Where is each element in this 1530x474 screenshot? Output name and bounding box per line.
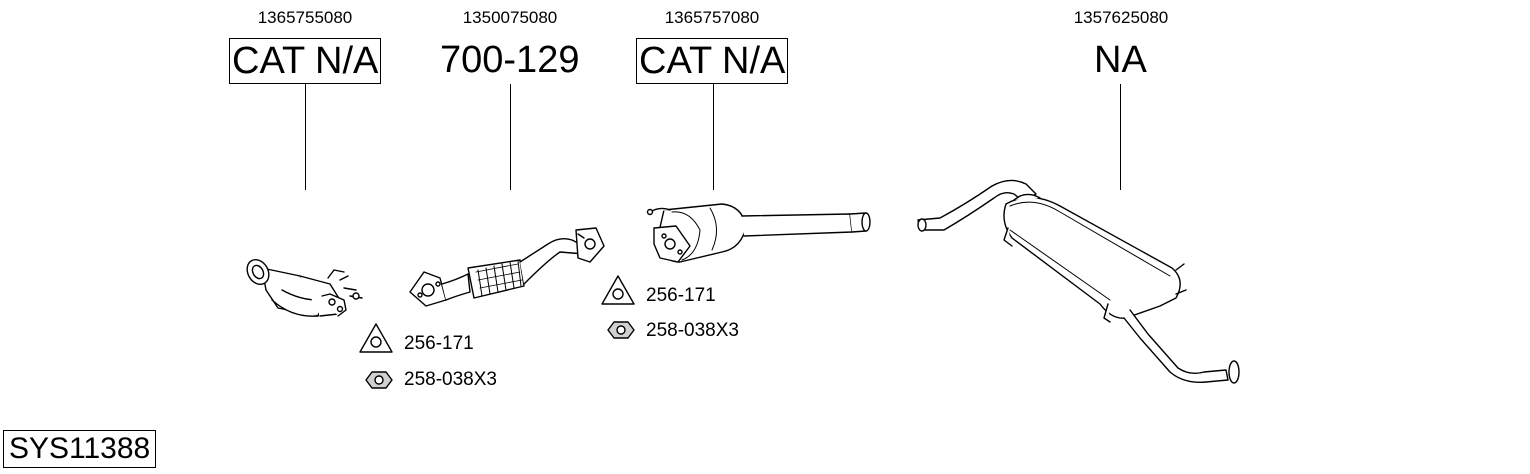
part2-leader-line bbox=[510, 84, 511, 190]
part2-oe-number: 1350075080 bbox=[462, 8, 558, 27]
part3-oe-number: 1365757080 bbox=[664, 8, 760, 27]
part1-oe-number: 1365755080 bbox=[257, 8, 353, 27]
nut-label-2: 258-038X3 bbox=[646, 320, 739, 341]
part2-code: 700-129 bbox=[440, 39, 580, 81]
part4-code: NA bbox=[1094, 39, 1147, 81]
part1-leader-line bbox=[305, 84, 306, 190]
gasket-label-2: 256-171 bbox=[646, 285, 716, 306]
part3-code: CAT N/A bbox=[636, 38, 789, 84]
catalytic-converter-1-drawing bbox=[246, 258, 363, 317]
rear-silencer-drawing bbox=[917, 179, 1240, 384]
part4-oe-number: 1357625080 bbox=[1073, 8, 1169, 27]
gasket-label-1: 256-171 bbox=[404, 333, 474, 354]
part3-leader-line bbox=[713, 84, 714, 190]
front-pipe-drawing bbox=[409, 227, 605, 307]
catalytic-converter-2-drawing bbox=[646, 203, 871, 263]
part4-leader-line bbox=[1120, 84, 1121, 190]
part1-code: CAT N/A bbox=[229, 38, 382, 84]
system-code-label: SYS11388 bbox=[3, 430, 157, 468]
nut-label-1: 258-038X3 bbox=[404, 369, 497, 390]
